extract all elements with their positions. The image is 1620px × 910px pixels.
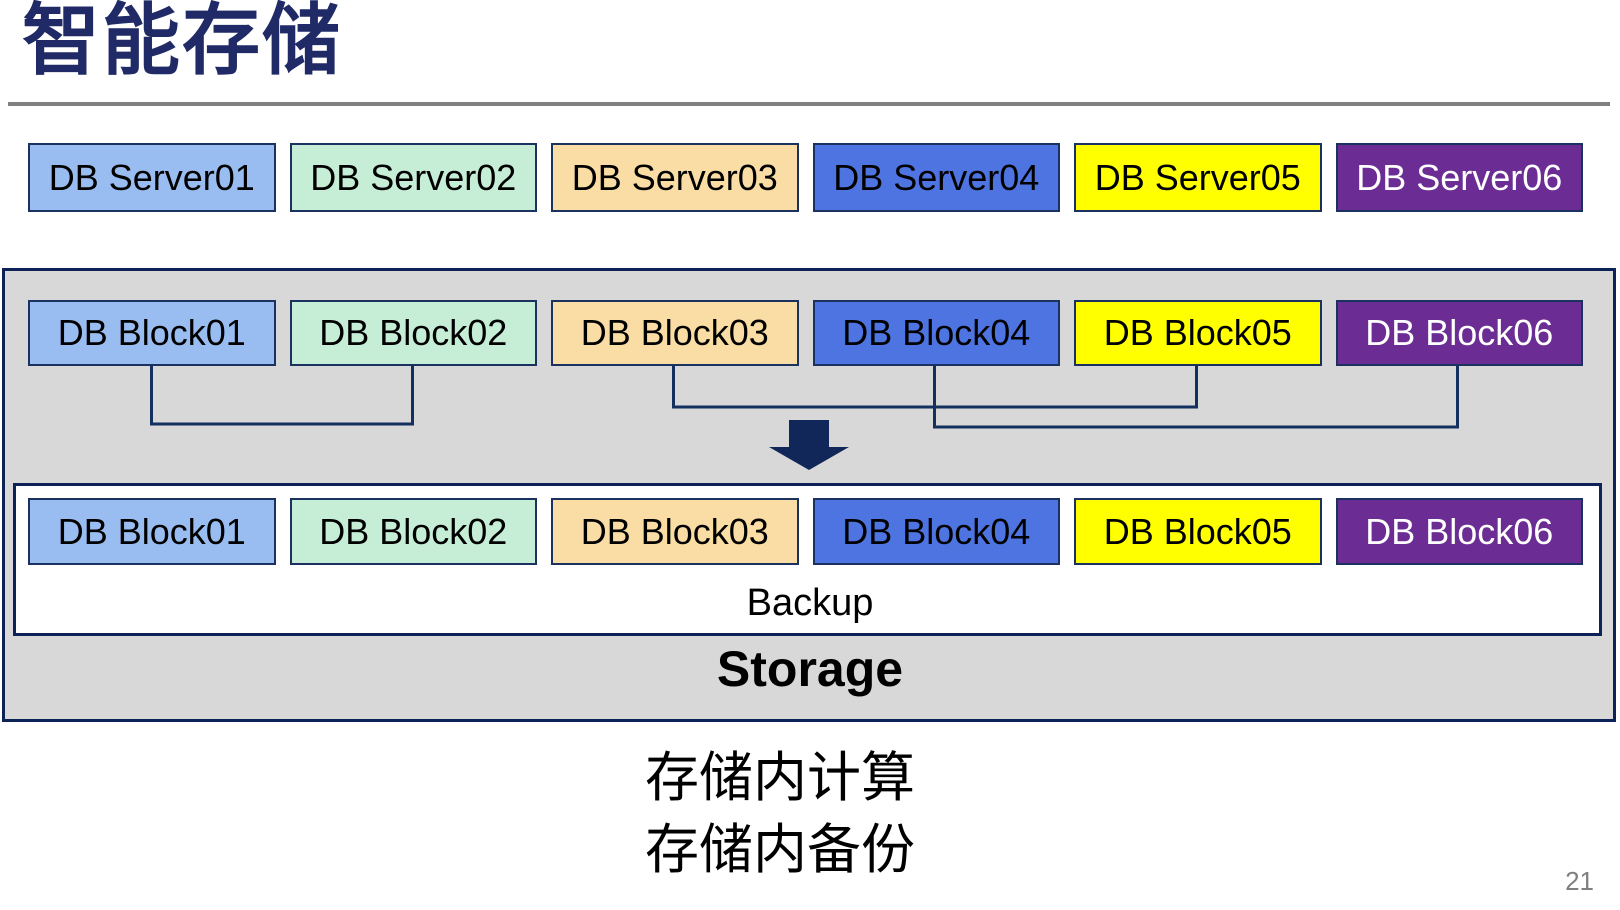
db-server-label: DB Server03 (571, 156, 778, 198)
db-server-box-4: DB Server04 (812, 143, 1060, 212)
db-block-bottom-3: DB Block03 (551, 498, 799, 565)
db-block-label: DB Block06 (1365, 510, 1554, 552)
db-block-label: DB Block01 (57, 510, 246, 552)
footer-annotation: 存储内计算 存储内备份 (0, 742, 1560, 886)
db-server-label: DB Server04 (833, 156, 1040, 198)
db-server-box-5: DB Server05 (1074, 143, 1322, 212)
db-block-bottom-4: DB Block04 (812, 498, 1060, 565)
footer-line-2: 存储内备份 (645, 820, 915, 880)
db-server-label: DB Server05 (1094, 156, 1301, 198)
db-server-box-1: DB Server01 (28, 143, 276, 212)
storage-label: Storage (716, 641, 904, 697)
db-block-label: DB Block04 (842, 510, 1031, 552)
db-block-bottom-2: DB Block02 (289, 498, 537, 565)
page-title: 智能存储 (22, 0, 343, 84)
db-server-label: DB Server02 (310, 156, 517, 198)
footer-line-1: 存储内计算 (645, 748, 915, 808)
db-block-label: DB Block05 (1103, 312, 1292, 353)
backup-label: Backup (746, 582, 874, 624)
title-separator (8, 102, 1610, 106)
db-block-label: DB Block02 (319, 312, 508, 353)
db-block-label: DB Block01 (57, 312, 246, 353)
db-block-top-4: DB Block04 (812, 300, 1060, 366)
db-block-top-3: DB Block03 (551, 300, 799, 366)
db-block-row-bottom: DB Block01 DB Block02 DB Block03 DB Bloc… (28, 498, 1583, 565)
db-block-label: DB Block03 (580, 510, 769, 552)
db-block-label: DB Block02 (319, 510, 508, 552)
db-block-top-6: DB Block06 (1335, 300, 1583, 366)
db-block-label: DB Block05 (1103, 510, 1292, 552)
db-server-row: DB Server01 DB Server02 DB Server03 DB S… (28, 143, 1583, 212)
db-block-bottom-1: DB Block01 (28, 498, 276, 565)
db-block-top-5: DB Block05 (1074, 300, 1322, 366)
db-server-label: DB Server01 (48, 156, 255, 198)
db-block-bottom-6: DB Block06 (1335, 498, 1583, 565)
db-block-label: DB Block03 (580, 312, 769, 353)
db-server-box-3: DB Server03 (551, 143, 799, 212)
db-block-top-1: DB Block01 (28, 300, 276, 366)
db-block-row-top: DB Block01 DB Block02 DB Block03 DB Bloc… (28, 300, 1583, 366)
db-block-label: DB Block06 (1365, 312, 1554, 353)
page-number: 21 (1565, 866, 1594, 896)
db-block-label: DB Block04 (842, 312, 1031, 353)
db-server-label: DB Server06 (1356, 156, 1563, 198)
db-block-bottom-5: DB Block05 (1074, 498, 1322, 565)
db-server-box-2: DB Server02 (289, 143, 537, 212)
db-block-top-2: DB Block02 (289, 300, 537, 366)
db-server-box-6: DB Server06 (1335, 143, 1583, 212)
